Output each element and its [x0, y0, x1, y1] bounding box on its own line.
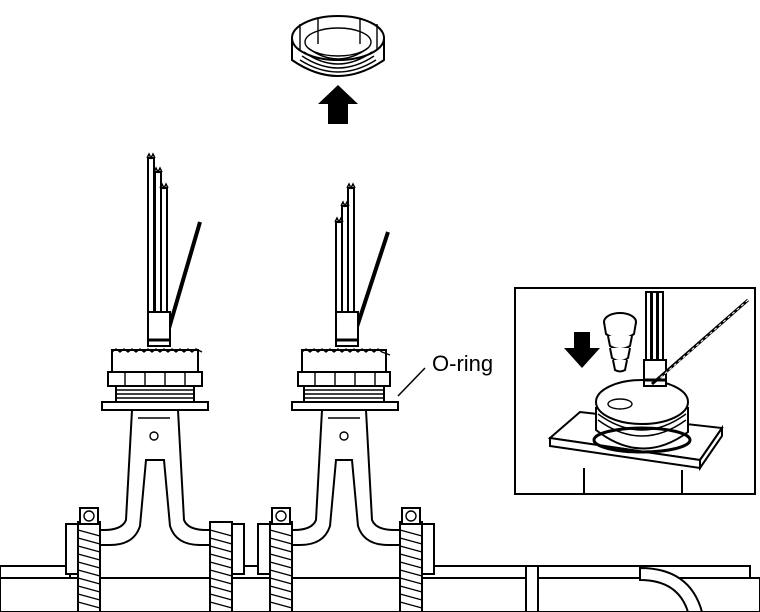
pipe [0, 565, 760, 612]
hose-clamp-4 [399, 507, 435, 612]
plug [603, 312, 637, 373]
sensor-left [89, 152, 221, 546]
o-ring-label: O-ring [432, 351, 493, 376]
sensor-middle [279, 182, 409, 546]
down-arrow-icon [564, 332, 600, 368]
hose-clamp-3 [257, 507, 293, 612]
inset-detail [514, 287, 756, 495]
o-ring-leader-line [397, 367, 426, 397]
hose-clamp-1 [65, 507, 101, 612]
locking-nut [291, 15, 385, 77]
hose-clamp-2 [209, 521, 245, 612]
up-arrow-icon [318, 85, 358, 124]
